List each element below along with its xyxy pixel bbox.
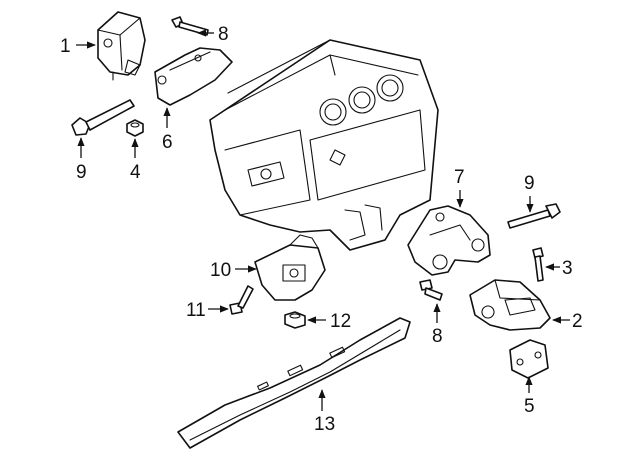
part-12-nut: [284, 311, 306, 329]
callout-7: 7: [454, 167, 465, 208]
callout-8-lower: 8: [432, 303, 443, 347]
callout-1: 1: [60, 36, 96, 57]
callout-9-right: 9: [524, 173, 535, 213]
part-4-nut: [126, 119, 144, 137]
svg-text:11: 11: [186, 300, 206, 321]
svg-text:1: 1: [60, 36, 71, 57]
svg-text:3: 3: [562, 258, 573, 279]
engine-block: [209, 39, 439, 251]
callout-4: 4: [130, 138, 141, 183]
part-5-bracket: [509, 339, 549, 379]
svg-text:2: 2: [572, 311, 583, 332]
part-3-bolt: [532, 247, 544, 282]
svg-text:10: 10: [210, 260, 231, 281]
part-9-long-bolt-right: [507, 203, 561, 229]
callout-5: 5: [524, 376, 535, 417]
callout-9-left: 9: [76, 137, 87, 183]
callout-2: 2: [552, 311, 583, 332]
svg-text:9: 9: [76, 162, 87, 183]
callout-10: 10: [210, 260, 257, 281]
callout-12: 12: [307, 311, 351, 332]
part-10-mount: [254, 234, 326, 301]
part-13-crossmember: [177, 317, 411, 449]
part-7-bracket: [407, 205, 491, 276]
callout-3: 3: [545, 258, 573, 279]
part-1-mount-insulator: [97, 11, 146, 81]
svg-text:5: 5: [524, 396, 535, 417]
svg-text:9: 9: [524, 173, 535, 194]
svg-text:6: 6: [162, 132, 173, 153]
part-8-bolt-lower: [419, 279, 443, 301]
svg-text:12: 12: [330, 311, 351, 332]
svg-text:13: 13: [314, 414, 335, 435]
part-6-bracket: [154, 47, 233, 106]
part-8-bolt-upper: [171, 16, 209, 36]
svg-text:8: 8: [218, 24, 229, 45]
svg-text:7: 7: [454, 167, 465, 188]
callout-6: 6: [162, 107, 173, 153]
svg-text:8: 8: [432, 326, 443, 347]
callout-8-upper: 8: [197, 24, 229, 45]
svg-text:4: 4: [130, 162, 141, 183]
part-2-mount: [469, 279, 551, 331]
callout-11: 11: [186, 300, 229, 321]
part-9-long-bolt-left: [71, 99, 135, 136]
part-11-bolt: [229, 285, 254, 315]
callout-13: 13: [314, 389, 335, 435]
